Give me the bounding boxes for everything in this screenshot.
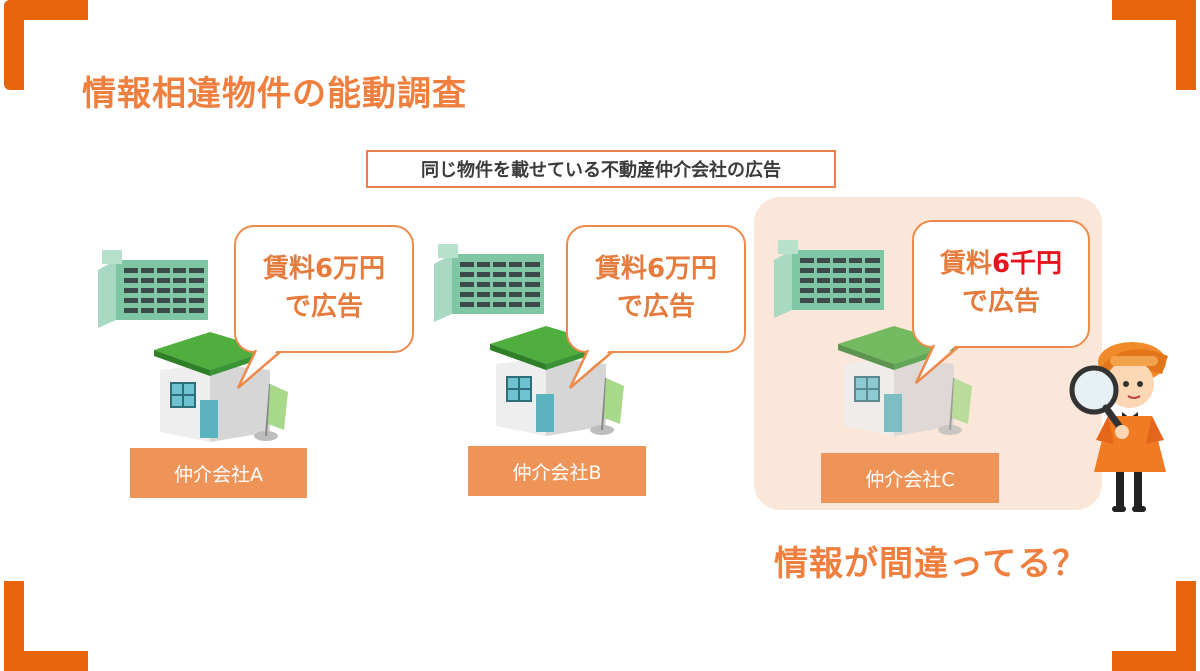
corner-bracket-bottom-right [1112,581,1196,671]
wrong-rent-value: 6千円 [991,249,1063,280]
speech-bubble-b: 賃料6万円 で広告 [566,225,746,353]
apartment-building-icon [434,244,544,322]
agency-label-c: 仲介会社C [821,453,999,503]
subtitle-box: 同じ物件を載せている不動産仲介会社の広告 [366,150,836,188]
corner-bracket-top-right [1112,0,1196,90]
apartment-building-icon [774,240,884,318]
bubble-line-2: で広告 [961,287,1040,317]
bubble-line-2: で広告 [616,292,695,322]
bubble-line-1: 賃料6万円 [594,254,718,285]
corner-bracket-top-left [4,0,88,90]
detective-with-magnifier-icon [1069,342,1168,512]
agency-label-b: 仲介会社B [468,446,646,496]
speech-bubble-tail-a [236,348,281,389]
question-text: 情報が間違ってる？ [774,544,1088,584]
speech-bubble-a: 賃料6万円 で広告 [234,225,414,353]
speech-bubble-tail-b [568,348,613,389]
bubble-line-1: 賃料6万円 [262,254,386,285]
apartment-building-icon [98,250,208,328]
corner-bracket-bottom-left [4,581,88,671]
page-title: 情報相違物件の能動調査 [82,74,467,114]
speech-bubble-tail-c [914,343,959,384]
speech-bubble-c: 賃料6千円 で広告 [912,220,1090,348]
bubble-line-2: で広告 [284,292,363,322]
bubble-line-1: 賃料6千円 [939,249,1063,280]
agency-label-a: 仲介会社A [130,448,307,498]
